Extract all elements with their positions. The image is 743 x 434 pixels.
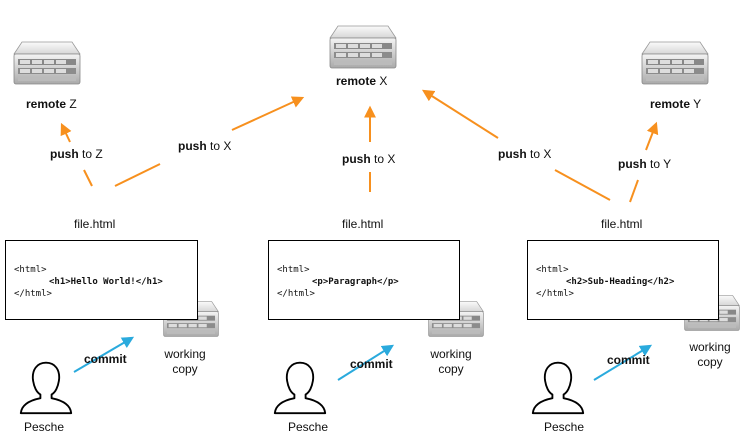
remote-x-label: remote X	[336, 74, 388, 88]
remote-y-server-icon	[641, 41, 709, 85]
push-to-z-arrow-upper	[60, 122, 72, 143]
working-copy-label-1: working copy	[155, 347, 215, 377]
working-copy-line: copy	[172, 362, 198, 376]
remote-z-server-icon	[13, 41, 81, 85]
push-to-y-label: push to Y	[618, 157, 672, 171]
code-line: <html>	[14, 265, 47, 275]
push-mid-to-x-label: push to X	[342, 152, 396, 166]
push-to-y-arrow-lower	[629, 179, 639, 203]
person-silhouette-icon-2	[273, 361, 327, 415]
file-label-3: file.html	[601, 217, 643, 231]
code-box-1: <html> <h1>Hello World!</h1> </html>	[5, 240, 198, 320]
push-left-to-x-arrow-upper	[231, 96, 305, 131]
file-label-2: file.html	[342, 217, 384, 231]
working-copy-line: copy	[438, 362, 464, 376]
push-to-z-label: push to Z	[50, 147, 103, 161]
commit-arrow-1	[73, 336, 135, 373]
remote-z-label: remote Z	[26, 97, 77, 111]
remote-y-label: remote Y	[650, 97, 702, 111]
code-line: <h1>Hello World!</h1>	[49, 277, 163, 287]
person-name-1: Pesche	[24, 420, 65, 434]
push-left-to-x-arrow-lower	[114, 163, 161, 187]
code-line: <html>	[536, 265, 569, 275]
code-line: </html>	[14, 289, 52, 299]
commit-label-3: commit	[607, 353, 650, 367]
commit-arrow-2	[337, 344, 395, 381]
commit-arrow-3	[593, 344, 653, 381]
file-label-1: file.html	[74, 217, 116, 231]
working-copy-line: working	[430, 347, 472, 361]
person-name-2: Pesche	[288, 420, 329, 434]
working-copy-label-2: working copy	[421, 347, 481, 377]
code-line: <html>	[277, 265, 310, 275]
push-arrows	[60, 89, 659, 203]
push-left-to-x-label: push to X	[178, 139, 232, 153]
person-silhouette-icon-1	[19, 361, 73, 415]
push-to-y-arrow-upper	[645, 121, 659, 151]
working-copy-label-3: working copy	[680, 340, 740, 370]
push-right-to-x-label: push to X	[498, 147, 552, 161]
working-copy-line: copy	[697, 355, 723, 369]
person-silhouette-icon-3	[531, 361, 585, 415]
person-name-3: Pesche	[544, 420, 585, 434]
commit-label-1: commit	[84, 352, 127, 366]
remote-x-server-icon	[329, 25, 397, 69]
working-copy-line: working	[164, 347, 206, 361]
commit-label-2: commit	[350, 357, 393, 371]
code-line: </html>	[277, 289, 315, 299]
commit-arrows	[73, 336, 653, 381]
code-line: <h2>Sub-Heading</h2>	[566, 277, 675, 287]
push-right-to-x-arrow-lower	[554, 169, 611, 201]
code-line: </html>	[536, 289, 574, 299]
push-right-to-x-arrow-upper	[421, 89, 499, 139]
code-box-2: <html> <p>Paragraph</p> </html>	[268, 240, 460, 320]
push-to-z-arrow-lower	[83, 169, 93, 187]
code-box-3: <html> <h2>Sub-Heading</h2> </html>	[527, 240, 719, 320]
code-line: <p>Paragraph</p>	[312, 277, 399, 287]
working-copy-line: working	[689, 340, 731, 354]
